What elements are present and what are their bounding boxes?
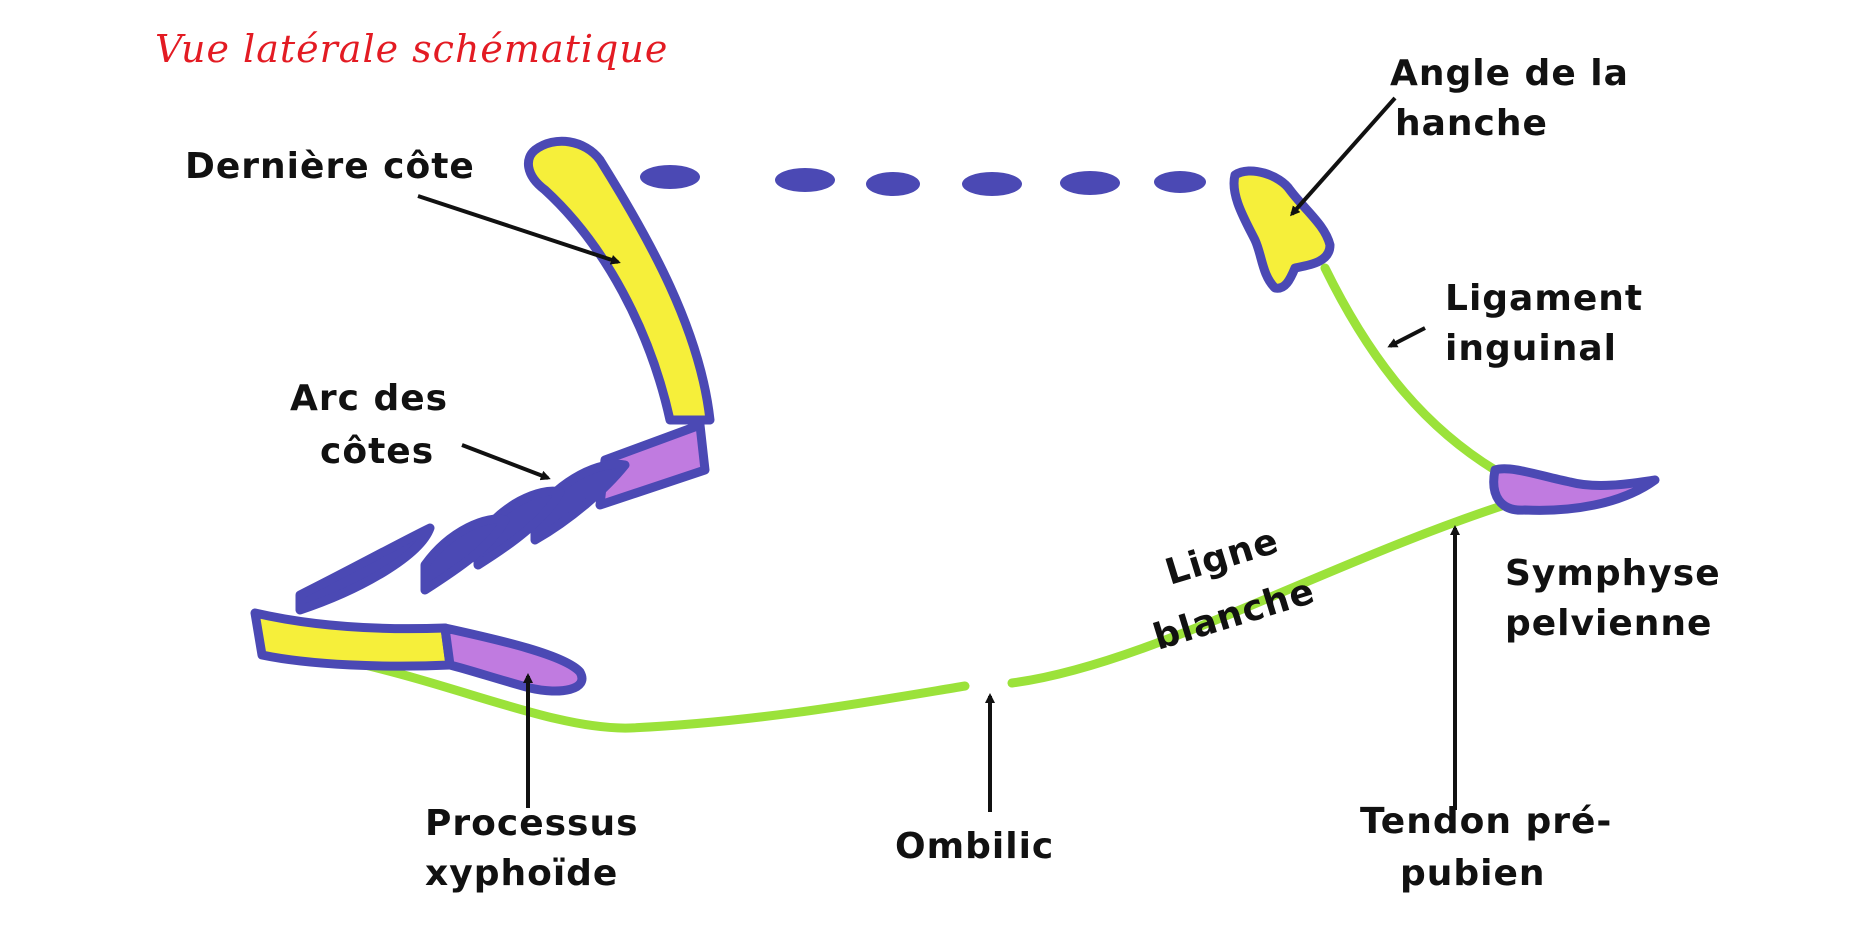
xiphoid-process	[440, 623, 587, 696]
dash-5	[1060, 171, 1120, 195]
dash-2	[775, 168, 835, 192]
dash-3	[866, 172, 920, 196]
linea-alba-right	[1007, 495, 1525, 688]
cartilage-strip-3	[473, 486, 565, 570]
label-ligament-line2: inguinal	[1445, 328, 1617, 369]
cartilage-strip-5	[295, 523, 435, 615]
cartilage-strip-2	[530, 459, 630, 545]
dash-4	[962, 172, 1022, 196]
diagram-title: Vue latérale schématique	[155, 27, 668, 71]
inguinal-ligament	[1320, 263, 1500, 475]
arrow-derniere-cote	[417, 194, 621, 265]
label-tendon-line1: Tendon pré-	[1360, 801, 1612, 842]
label-processus-line2: xyphoïde	[425, 853, 618, 894]
label-arc-line2: côtes	[320, 431, 434, 472]
pelvic-symphysis	[1489, 464, 1660, 515]
label-angle-hanche-line2: hanche	[1395, 103, 1548, 144]
label-arc-line1: Arc des	[290, 378, 448, 419]
label-derniere-cote: Dernière côte	[185, 146, 475, 187]
label-ligament-line1: Ligament	[1445, 278, 1643, 319]
label-ombilic: Ombilic	[895, 826, 1054, 867]
hip-angle	[1229, 166, 1335, 293]
cartilage-strip-4	[420, 514, 510, 595]
arrow-ligament-inguinal	[1387, 326, 1426, 348]
arrow-angle-hanche	[1290, 96, 1397, 217]
dash-6	[1154, 171, 1206, 193]
label-ligne-line1: Ligne	[1161, 520, 1284, 593]
costal-arch	[295, 420, 710, 615]
label-symphyse-line2: pelvienne	[1505, 603, 1712, 644]
label-symphyse-line1: Symphyse	[1505, 553, 1721, 594]
linea-alba-left	[360, 660, 970, 733]
label-tendon-line2: pubien	[1400, 853, 1546, 894]
sternum-end	[250, 608, 455, 671]
label-angle-hanche-line1: Angle de la	[1390, 53, 1629, 94]
arrow-arc-des-cotes	[461, 443, 551, 481]
dash-1	[640, 165, 700, 189]
dashed-connector	[640, 165, 1206, 196]
last-rib	[524, 136, 715, 425]
label-processus-line1: Processus	[425, 803, 639, 844]
